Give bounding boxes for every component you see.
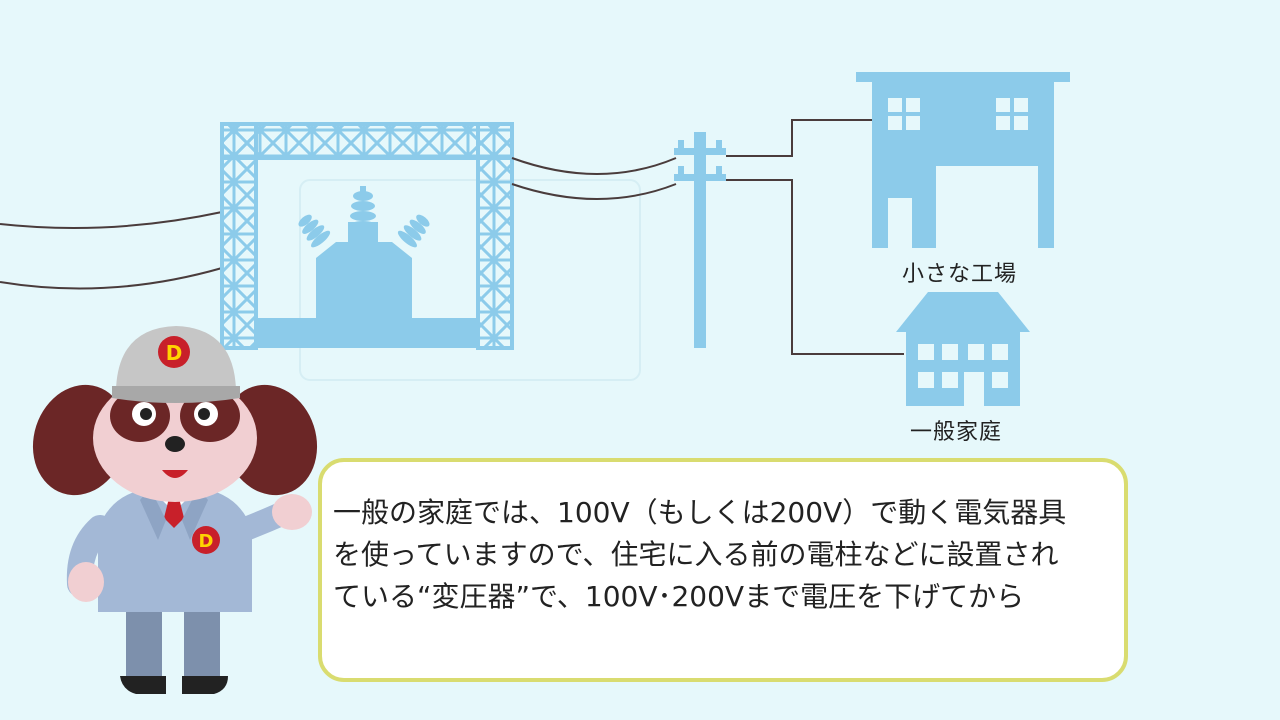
svg-text:D: D xyxy=(166,341,183,365)
caption-text: 一般の家庭では、100V（もしくは200V）で動く電気器具 を使っていますので、… xyxy=(333,492,1123,618)
mascot-cap-logo-icon xyxy=(158,336,190,368)
utility-pole-icon xyxy=(674,132,726,348)
caption-line: ている“変圧器”で、100V･200Vまで電圧を下げてから xyxy=(333,580,1025,613)
caption-line: 一般の家庭では、100V（もしくは200V）で動く電気器具 xyxy=(333,496,1067,529)
background-panel xyxy=(299,179,641,381)
mascot-nose xyxy=(165,436,185,452)
mascot-chest-logo-icon xyxy=(192,526,220,554)
svg-text:D: D xyxy=(199,531,214,552)
factory-label: 小さな工場 xyxy=(902,262,1018,287)
service-lines xyxy=(726,119,904,355)
transformer-icon xyxy=(298,186,430,320)
mascot-mouth xyxy=(162,470,188,478)
incoming-power-lines xyxy=(0,211,223,290)
house-icon xyxy=(896,292,1030,406)
mascot-left-hand xyxy=(68,562,104,602)
caption-line: を使っていますので、住宅に入る前の電柱などに設置され xyxy=(333,538,1059,571)
mascot-left-leg xyxy=(126,606,162,678)
mascot-dog: D D xyxy=(32,326,318,694)
mascot-right-hand xyxy=(272,494,312,530)
mascot-tie xyxy=(164,494,184,528)
mascot-jacket xyxy=(98,488,252,612)
factory-icon xyxy=(856,72,1070,248)
speech-bubble xyxy=(318,458,1128,682)
distribution-lines xyxy=(511,157,677,200)
mascot-right-leg xyxy=(184,606,220,678)
house-label: 一般家庭 xyxy=(910,420,1003,445)
substation-frame xyxy=(220,122,514,350)
